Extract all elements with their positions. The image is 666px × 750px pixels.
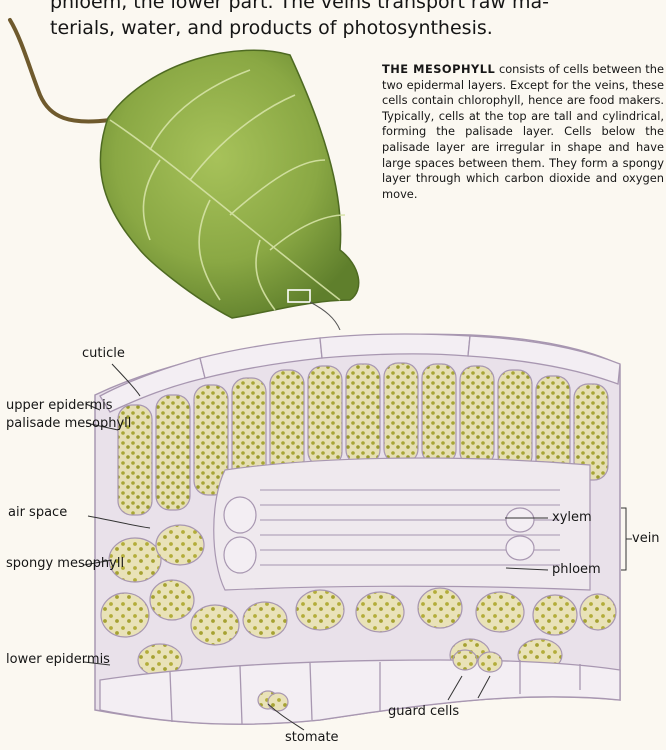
label-guard-cells: guard cells	[388, 704, 459, 719]
label-spongy-mesophyll: spongy mesophyll	[6, 556, 124, 571]
label-vein: vein	[632, 531, 660, 546]
label-air-space: air space	[8, 505, 67, 520]
label-phloem: phloem	[552, 562, 601, 577]
label-cuticle: cuticle	[82, 346, 125, 361]
label-palisade-mesophyll: palisade mesophyll	[6, 416, 131, 431]
label-upper-epidermis: upper epidermis	[6, 398, 113, 413]
label-xylem: xylem	[552, 510, 592, 525]
label-lower-epidermis: lower epidermis	[6, 652, 110, 667]
vein-bundle	[214, 458, 590, 590]
label-stomate: stomate	[285, 730, 339, 745]
